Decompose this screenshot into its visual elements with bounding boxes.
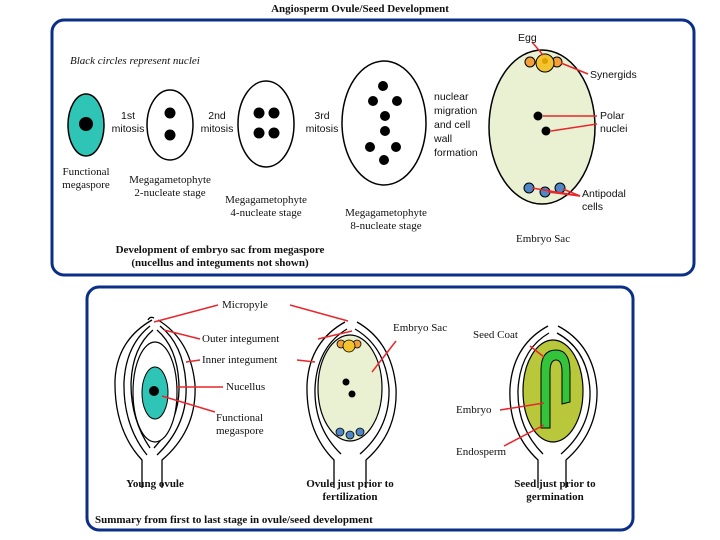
embryo-shape bbox=[540, 349, 571, 429]
nuclei-note: Black circles represent nuclei bbox=[70, 55, 200, 67]
ovule-embryo-sac bbox=[317, 334, 383, 442]
label-inner-integument: Inner integument bbox=[202, 354, 278, 366]
synergid-left bbox=[524, 56, 536, 68]
top-panel-frame bbox=[50, 18, 696, 277]
two-nucleate-cell bbox=[146, 89, 194, 161]
label-embryo-sac-top: Embryo Sac bbox=[516, 233, 571, 245]
label-nucellus: Nucellus bbox=[226, 381, 266, 393]
seed-prior-germination bbox=[509, 325, 598, 488]
four-nucleate-cell bbox=[237, 80, 295, 168]
summary-caption: Summary from first to last stage in ovul… bbox=[95, 514, 373, 526]
top-caption: Development of embryo sac from megaspore… bbox=[115, 244, 325, 269]
top-pointer-lines bbox=[531, 41, 598, 197]
functional-megaspore-cell bbox=[67, 93, 105, 157]
label-embryo-sac-bottom: Embryo Sac bbox=[393, 322, 448, 334]
bottom-panel-frame bbox=[85, 285, 635, 532]
label-outer-integument: Outer integument bbox=[202, 333, 280, 345]
caption-young-ovule: Young ovule bbox=[126, 478, 184, 490]
label-endosperm: Endosperm bbox=[456, 446, 507, 458]
diagram-title: Angiosperm Ovule/Seed Development bbox=[271, 3, 449, 15]
migration-label: nuclear migration and cell wall formatio… bbox=[434, 91, 478, 159]
label-micropyle: Micropyle bbox=[222, 299, 268, 311]
young-ovule bbox=[114, 316, 196, 488]
label-synergids: Synergids bbox=[590, 69, 637, 81]
ovule-prior-fertilization bbox=[306, 321, 397, 488]
bottom-pointer-lines bbox=[153, 304, 545, 447]
eight-nucleate-cell bbox=[341, 60, 427, 186]
label-egg: Egg bbox=[518, 32, 537, 44]
label-seed-coat: Seed Coat bbox=[473, 329, 518, 341]
label-embryo: Embryo bbox=[456, 404, 492, 416]
polar-nucleus bbox=[533, 111, 543, 121]
polar-nucleus bbox=[541, 126, 551, 136]
